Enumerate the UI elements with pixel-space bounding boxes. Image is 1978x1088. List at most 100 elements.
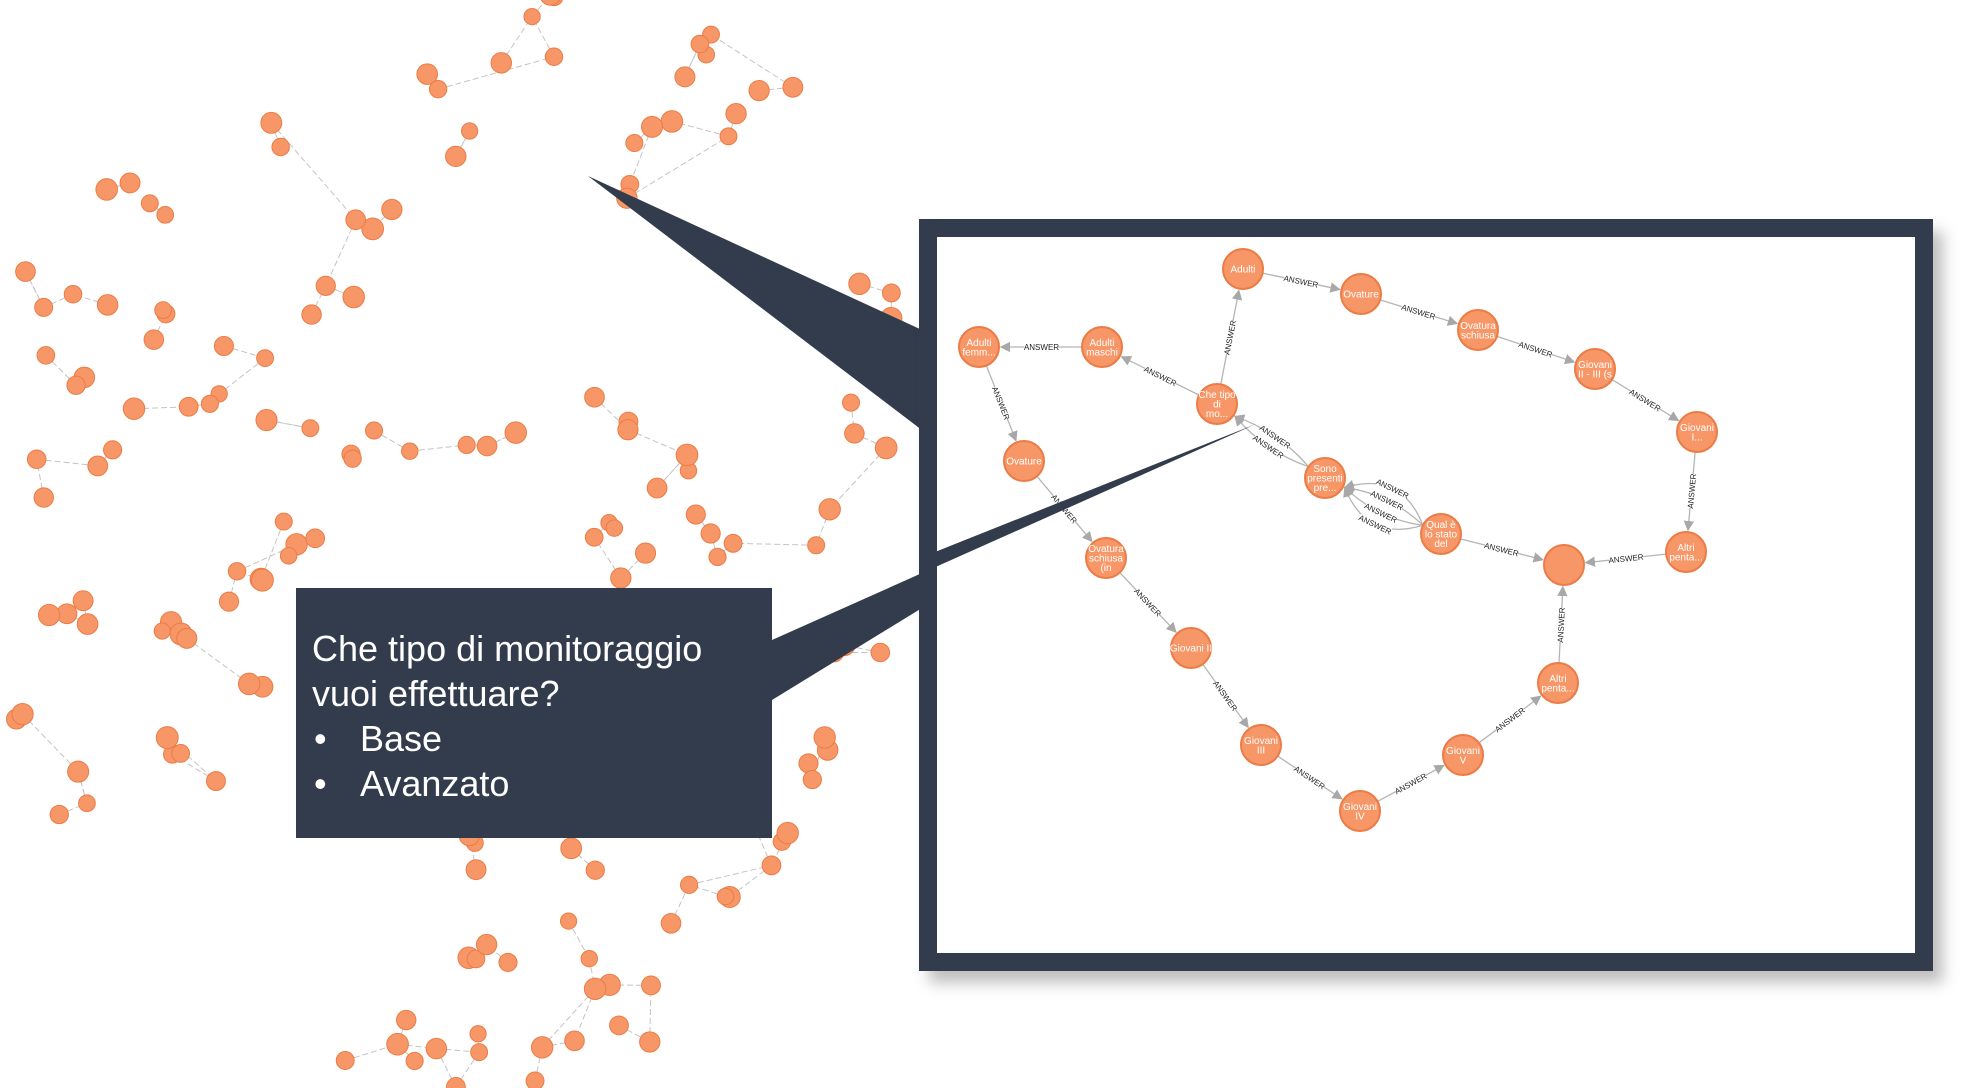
graph-node-che-tipo[interactable]: Che tipodimo... bbox=[1196, 383, 1238, 425]
background-edge bbox=[670, 884, 690, 924]
callout-wedge-bottom bbox=[772, 424, 1256, 700]
background-node bbox=[469, 1025, 487, 1043]
background-node bbox=[490, 52, 513, 74]
graph-node-ovature1[interactable]: Ovature bbox=[1340, 273, 1382, 315]
graph-node-ovature2[interactable]: Ovature bbox=[1003, 440, 1045, 482]
background-node bbox=[813, 726, 836, 749]
graph-node-blank[interactable] bbox=[1543, 544, 1585, 586]
node-label: mo... bbox=[1206, 409, 1228, 420]
background-node bbox=[95, 178, 118, 201]
background-node bbox=[585, 860, 605, 880]
background-edge bbox=[829, 447, 887, 510]
graph-node-sono-presenti[interactable]: Sonopresentipre... bbox=[1304, 457, 1346, 499]
node-label: Ovatura bbox=[1460, 321, 1496, 332]
background-node bbox=[33, 487, 54, 508]
node-label: di bbox=[1213, 400, 1221, 411]
background-node bbox=[206, 771, 226, 792]
background-edge bbox=[436, 1048, 480, 1053]
background-node bbox=[401, 442, 419, 460]
background-node bbox=[119, 172, 141, 194]
graph-node-altri-penta1[interactable]: Altripenta... bbox=[1665, 531, 1707, 573]
background-node bbox=[874, 436, 898, 460]
background-node bbox=[475, 933, 498, 956]
edge-label: ANSWER bbox=[1024, 343, 1059, 352]
background-node bbox=[523, 7, 541, 26]
background-node bbox=[72, 590, 94, 612]
node-label: Adulti bbox=[1089, 338, 1114, 349]
bullet-icon: • bbox=[314, 718, 327, 759]
background-node bbox=[96, 294, 119, 316]
background-node bbox=[445, 145, 467, 168]
background-node bbox=[171, 744, 191, 763]
background-node bbox=[34, 297, 54, 317]
background-edge bbox=[688, 864, 772, 886]
background-node bbox=[625, 133, 644, 153]
background-node bbox=[465, 859, 487, 881]
background-node bbox=[361, 217, 385, 241]
background-node bbox=[580, 949, 598, 968]
background-node bbox=[782, 76, 804, 98]
graph-node-adulti[interactable]: Adulti bbox=[1222, 248, 1264, 290]
background-node bbox=[256, 349, 274, 368]
background-node bbox=[583, 977, 607, 1001]
background-node bbox=[428, 79, 448, 99]
node-label: Giovani II bbox=[1170, 644, 1212, 655]
background-node bbox=[395, 1009, 417, 1031]
background-node bbox=[690, 34, 710, 54]
background-node bbox=[680, 875, 699, 894]
graph-node-altri-penta2[interactable]: Altripenta... bbox=[1537, 662, 1579, 704]
background-node bbox=[584, 527, 604, 547]
background-node bbox=[460, 122, 479, 140]
node-label: Ovatura bbox=[1088, 544, 1124, 555]
background-node bbox=[155, 726, 179, 750]
background-node bbox=[66, 375, 86, 395]
background-node bbox=[103, 440, 123, 460]
question-callout: Che tipo di monitoraggio vuoi effettuare… bbox=[296, 588, 772, 838]
background-node bbox=[335, 1051, 355, 1070]
background-node bbox=[605, 519, 624, 537]
node-label: V bbox=[1460, 755, 1467, 766]
node-label: schiusa bbox=[1461, 330, 1495, 341]
node-label: Adulti bbox=[1230, 265, 1255, 276]
background-node bbox=[274, 512, 293, 531]
graph-node-adulti-femm[interactable]: Adultifemm... bbox=[958, 326, 1000, 368]
background-node bbox=[140, 194, 159, 213]
node-label: schiusa bbox=[1089, 554, 1123, 565]
background-node bbox=[617, 419, 639, 441]
background-edge bbox=[568, 920, 590, 959]
node-label: IV bbox=[1355, 811, 1365, 822]
background-node bbox=[250, 568, 274, 592]
background-node bbox=[37, 603, 61, 627]
graph-node-giovani-ii[interactable]: Giovani II bbox=[1170, 627, 1212, 669]
background-node bbox=[870, 642, 891, 663]
node-label: presenti bbox=[1307, 474, 1343, 485]
background-node bbox=[564, 1030, 585, 1052]
background-node bbox=[11, 702, 34, 726]
option-item: •Avanzato bbox=[312, 761, 756, 806]
node-label: penta... bbox=[1541, 683, 1574, 694]
background-node bbox=[405, 1051, 424, 1070]
background-node bbox=[466, 949, 486, 969]
graph-node-giovani-i[interactable]: GiovaniI... bbox=[1676, 411, 1718, 453]
background-edge bbox=[186, 637, 250, 685]
background-edge bbox=[223, 345, 266, 359]
background-node bbox=[122, 397, 146, 420]
background-node bbox=[844, 423, 865, 444]
background-node bbox=[639, 1031, 661, 1053]
background-node bbox=[807, 536, 826, 555]
node-label: Giovani bbox=[1244, 736, 1278, 747]
background-node bbox=[416, 63, 438, 85]
background-node bbox=[15, 261, 36, 282]
background-node bbox=[719, 127, 738, 146]
